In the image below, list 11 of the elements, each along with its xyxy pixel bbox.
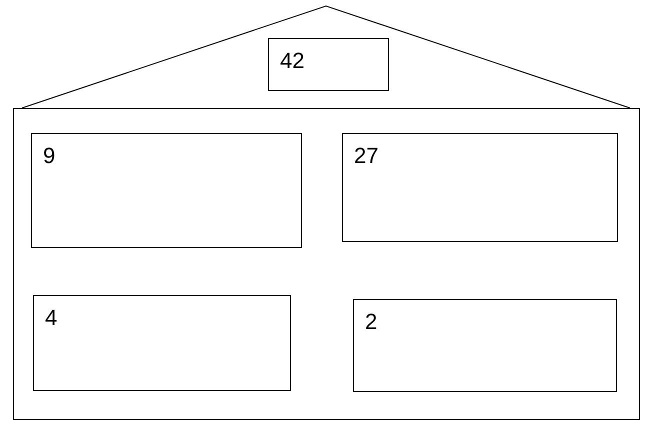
number-box bbox=[268, 38, 389, 91]
number-label: 42 bbox=[280, 48, 304, 74]
number-label: 4 bbox=[45, 305, 58, 331]
number-box bbox=[31, 133, 302, 248]
number-label: 9 bbox=[43, 143, 56, 169]
wall-frame bbox=[13, 108, 640, 420]
number-box bbox=[353, 299, 617, 392]
number-box bbox=[33, 295, 291, 391]
number-label: 27 bbox=[354, 143, 378, 169]
number-box bbox=[342, 133, 618, 242]
number-label: 2 bbox=[365, 309, 378, 335]
